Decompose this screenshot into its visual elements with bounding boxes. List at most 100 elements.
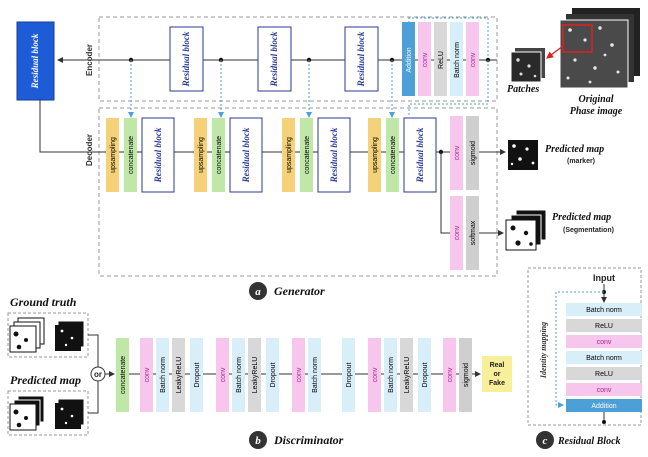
original-phase-image <box>559 8 640 89</box>
svg-text:conv: conv <box>144 367 151 382</box>
panel-b-letter: b <box>255 435 261 447</box>
svg-text:Batch norm: Batch norm <box>586 307 622 314</box>
res-relu-2: ReLU <box>566 367 642 380</box>
svg-text:Residual block: Residual block <box>181 31 191 87</box>
svg-text:LeakyReLU: LeakyReLU <box>252 357 259 394</box>
panel-a-letter: a <box>255 286 261 298</box>
encoder-residual-block-2: Residual block <box>257 26 292 92</box>
predicted-seg-image <box>505 209 547 251</box>
svg-text:concatenate: concatenate <box>128 136 135 174</box>
svg-text:upsampling: upsampling <box>286 137 293 173</box>
disc-dropout-4: Dropout <box>418 338 431 412</box>
svg-text:concatenate: concatenate <box>120 356 127 394</box>
svg-text:conv: conv <box>296 367 303 382</box>
svg-text:concatenate: concatenate <box>304 136 311 174</box>
panel-c-title: Residual Block <box>557 436 621 447</box>
predicted-map-images <box>9 395 85 431</box>
svg-text:Fake: Fake <box>489 380 505 387</box>
svg-text:Residual block: Residual block <box>269 31 279 87</box>
encoder-relu: ReLU <box>434 22 447 96</box>
panel-a-badge <box>249 282 267 300</box>
svg-text:Real: Real <box>490 362 505 369</box>
disc-conv-2: conv <box>216 338 229 412</box>
decoder-upsampling-1: upsampling <box>106 118 119 192</box>
svg-text:or: or <box>494 371 501 378</box>
encoder-residual-block-3: Residual block <box>344 26 379 92</box>
svg-text:conv: conv <box>597 339 612 346</box>
decoder-concatenate-4: concatenate <box>386 118 399 192</box>
disc-conv-1: conv <box>140 338 153 412</box>
decoder-concatenate-3: concatenate <box>300 118 313 192</box>
disc-bn-2: Batch norm <box>232 338 245 412</box>
real-or-fake-box: Real or Fake <box>482 356 512 392</box>
decoder-residual-block-1: Residual block <box>141 117 175 193</box>
or-label: or <box>94 370 102 379</box>
disc-leaky-4: LeakyReLU <box>400 338 413 412</box>
svg-text:concatenate: concatenate <box>216 136 223 174</box>
encoder-batch-norm: Batch norm <box>450 22 463 96</box>
res-addition: Addition <box>566 399 642 412</box>
decoder-upsampling-3: upsampling <box>282 118 295 192</box>
residual-block-output: Residual block <box>16 21 55 101</box>
svg-text:Batch norm: Batch norm <box>312 357 319 393</box>
decoder-residual-block-3: Residual block <box>317 117 351 193</box>
svg-text:conv: conv <box>422 52 429 67</box>
disc-concatenate: concatenate <box>116 338 129 412</box>
disc-bn-3: Batch norm <box>308 338 321 412</box>
decoder-residual-block-2: Residual block <box>229 117 263 193</box>
svg-text:upsampling: upsampling <box>110 137 117 173</box>
svg-text:Residual block: Residual block <box>356 31 366 87</box>
panel-c-badge <box>536 431 554 449</box>
predicted-map-label: Predicted map <box>10 373 81 387</box>
decoder-residual-block-4: Residual block <box>403 117 437 193</box>
decoder-concatenate-2: concatenate <box>212 118 225 192</box>
seg-softmax: softmax <box>466 196 479 270</box>
disc-bn-4: Batch norm <box>384 338 397 412</box>
encoder-frame <box>98 16 498 102</box>
svg-text:conv: conv <box>454 225 461 240</box>
svg-text:Residual block: Residual block <box>153 127 163 183</box>
svg-text:Dropout: Dropout <box>422 362 429 387</box>
marker-sigmoid: sigmoid <box>466 116 479 190</box>
svg-text:conv: conv <box>597 387 612 394</box>
decoder-upsampling-2: upsampling <box>194 118 207 192</box>
svg-text:concatenate: concatenate <box>390 136 397 174</box>
panel-b-badge <box>249 431 267 449</box>
svg-text:sigmoid: sigmoid <box>463 363 470 387</box>
disc-conv-3: conv <box>292 338 305 412</box>
bridge-line <box>39 100 106 153</box>
encoder-conv-1: conv <box>418 22 431 96</box>
svg-text:Batch norm: Batch norm <box>586 355 622 362</box>
svg-text:ReLU: ReLU <box>595 323 613 330</box>
svg-text:upsampling: upsampling <box>372 137 379 173</box>
svg-text:Batch norm: Batch norm <box>236 357 243 393</box>
svg-text:Residual block: Residual block <box>30 33 40 89</box>
res-bn-1: Batch norm <box>566 303 642 316</box>
svg-text:conv: conv <box>454 145 461 160</box>
ground-truth-images <box>9 317 85 353</box>
disc-dropout-2: Dropout <box>266 338 279 412</box>
original-line2: Phase image <box>570 106 623 117</box>
svg-text:upsampling: upsampling <box>198 137 205 173</box>
panel-b-title: Discriminator <box>273 433 344 447</box>
identity-mapping-label: Identity mapping <box>539 322 548 379</box>
svg-text:LeakyReLU: LeakyReLU <box>404 357 411 394</box>
encoder-residual-block-1: Residual block <box>169 26 204 92</box>
svg-text:Residual block: Residual block <box>329 127 339 183</box>
marker-conv: conv <box>450 116 463 190</box>
disc-leaky-1: LeakyReLU <box>172 338 185 412</box>
pred-marker-sub: (marker) <box>567 158 595 165</box>
patches-label: Patches <box>507 84 539 95</box>
decoder-upsampling-4: upsampling <box>368 118 381 192</box>
generator-panel: Encoder Decoder Residual block Residual … <box>16 8 640 300</box>
svg-text:Dropout: Dropout <box>194 362 201 387</box>
svg-text:ReLU: ReLU <box>438 51 445 69</box>
svg-text:Batch norm: Batch norm <box>160 357 167 393</box>
ground-truth-label: Ground truth <box>10 295 77 309</box>
pred-marker-title: Predicted map <box>545 144 604 155</box>
svg-text:Residual block: Residual block <box>415 127 425 183</box>
decoder-concatenate-1: concatenate <box>124 118 137 192</box>
res-conv-1: conv <box>566 335 642 348</box>
svg-text:Dropout: Dropout <box>346 362 353 387</box>
decoder-label: Decoder <box>85 134 94 166</box>
